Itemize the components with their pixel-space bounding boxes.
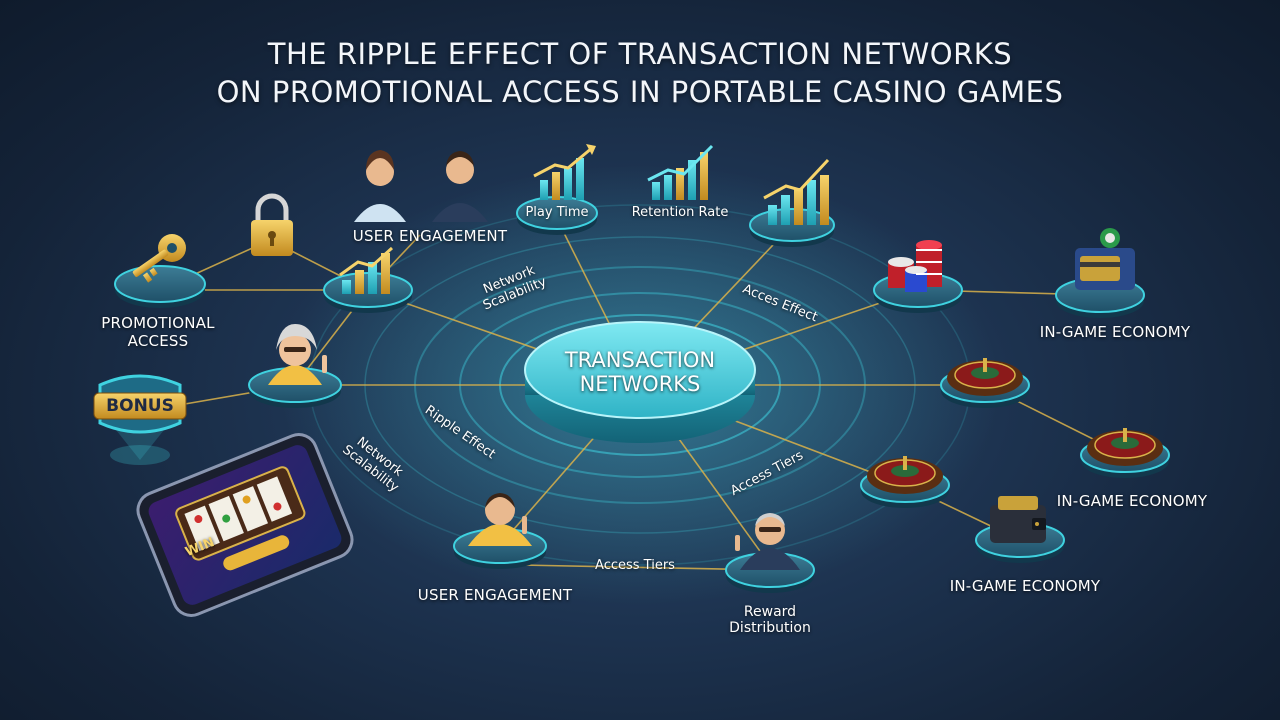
wallet-card-pod (1055, 228, 1145, 318)
access-tiers-bottom-label: Access Tiers (595, 558, 675, 573)
key-pod (114, 234, 206, 308)
promotional-access-line-1: PROMOTIONAL (101, 314, 215, 332)
older-man-pod (725, 513, 815, 593)
title-line-2: ON PROMOTIONAL ACCESS IN PORTABLE CASINO… (216, 75, 1064, 109)
smartphone-icon (136, 433, 354, 617)
wallet-pod (975, 496, 1065, 563)
retention-rate-label: Retention Rate (631, 205, 729, 220)
roulette-pod-1 (940, 358, 1030, 408)
chart-pod-top-right (749, 158, 835, 247)
user-pair-icon (354, 150, 488, 222)
promotional-access-label: PROMOTIONAL ACCESS (88, 314, 228, 350)
hub-label-line-2: NETWORKS (579, 372, 701, 396)
retention-chart-icon (647, 144, 714, 200)
in-game-economy-label-1: IN-GAME ECONOMY (1039, 323, 1191, 341)
reward-distribution-line-1: Reward (743, 604, 797, 620)
bonus-label: BONUS (106, 396, 174, 416)
chip-stack-icon (888, 240, 942, 292)
growth-chart-icon (533, 144, 596, 200)
chart-pod-left (323, 246, 413, 313)
elderly-woman-pod (248, 324, 342, 408)
key-icon (132, 234, 186, 283)
casino-chips-pod (873, 240, 963, 313)
title-line-1: THE RIPPLE EFFECT OF TRANSACTION NETWORK… (267, 37, 1013, 71)
hub-label: TRANSACTION NETWORKS (540, 348, 740, 396)
play-time-label: Play Time (525, 205, 589, 220)
roulette-pod-2 (1080, 428, 1170, 478)
hub-node (524, 321, 756, 443)
in-game-economy-label-2: IN-GAME ECONOMY (1056, 492, 1208, 510)
lock-icon (251, 193, 293, 256)
reward-distribution-line-2: Distribution (729, 620, 811, 636)
roulette-pod-3 (860, 456, 950, 508)
hub-label-line-1: TRANSACTION (564, 348, 716, 372)
play-time-pod (516, 144, 598, 235)
user-engagement-top-label: USER ENGAGEMENT (352, 227, 508, 245)
young-man-pod (453, 493, 547, 569)
in-game-economy-label-3: IN-GAME ECONOMY (949, 577, 1101, 595)
bonus-pod (93, 374, 187, 465)
promotional-access-line-2: ACCESS (127, 332, 189, 350)
user-engagement-bottom-label: USER ENGAGEMENT (417, 586, 573, 604)
reward-distribution-label: Reward Distribution (710, 604, 830, 636)
bar-chart-icon (339, 246, 394, 294)
